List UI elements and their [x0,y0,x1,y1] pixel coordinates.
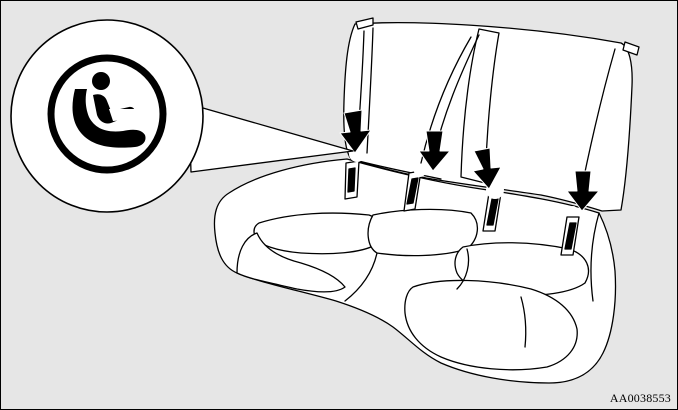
cushion-left-top [254,213,381,254]
anchor-slot [345,161,359,199]
figure-code: AA0038553 [610,391,671,406]
